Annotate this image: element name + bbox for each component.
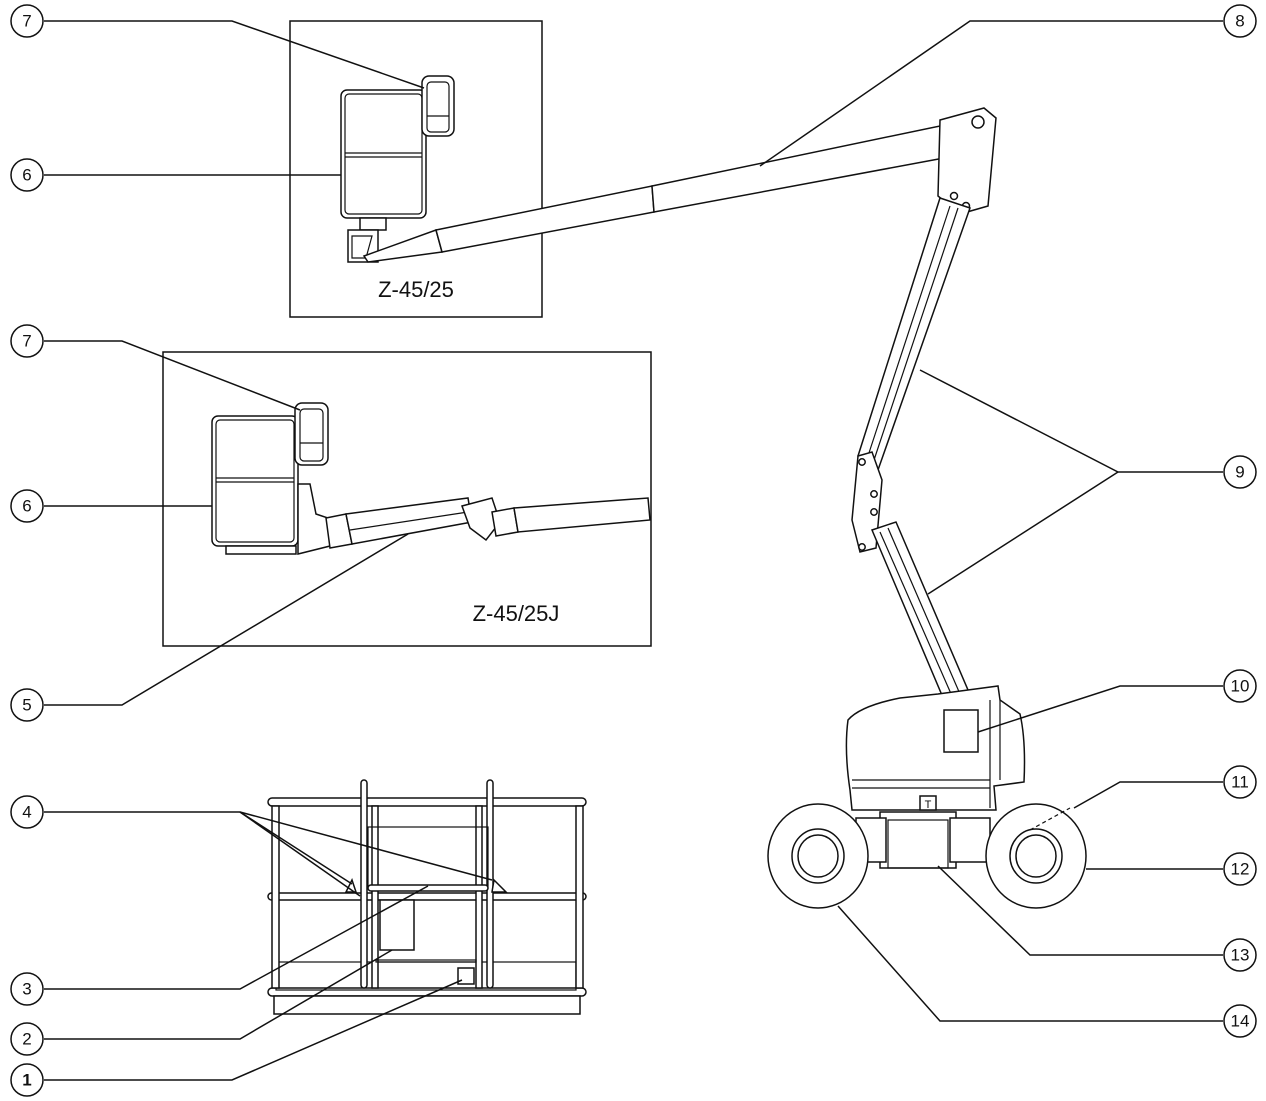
inset-z4525j: Z-45/25J <box>162 351 652 647</box>
platform-z4525 <box>340 89 427 219</box>
control-box-z4525j <box>294 402 329 466</box>
callout-1: 1 <box>10 1063 44 1097</box>
callout-8: 8 <box>1223 4 1257 38</box>
svg-text:7: 7 <box>22 12 31 31</box>
svg-text:6: 6 <box>22 497 31 516</box>
boom-head <box>937 107 997 215</box>
platform-z4525j <box>211 415 299 547</box>
svg-text:8: 8 <box>1235 12 1244 31</box>
svg-text:3: 3 <box>22 980 31 999</box>
inset-label-z4525: Z-45/25 <box>378 277 454 302</box>
left-wheel <box>767 803 869 909</box>
callout-13: 13 <box>1223 938 1257 972</box>
riser-lower <box>870 521 969 701</box>
platform-front-view <box>267 779 587 1015</box>
turntable <box>845 685 1026 811</box>
callout-4: 4 <box>10 795 44 829</box>
callout-12: 12 <box>1223 852 1257 886</box>
inset-z4525: Z-45/25 <box>289 20 655 318</box>
svg-text:11: 11 <box>1231 773 1249 792</box>
callout-9: 9 <box>1223 455 1257 489</box>
riser-upper <box>857 197 971 472</box>
inset-frame-z4525 <box>289 20 543 318</box>
callout-2: 2 <box>10 1022 44 1056</box>
svg-text:2: 2 <box>22 1030 31 1049</box>
knuckle <box>851 451 883 553</box>
svg-text:T: T <box>925 799 932 811</box>
right-wheel <box>985 803 1087 909</box>
chassis <box>879 811 957 869</box>
callout-14: 14 <box>1223 1004 1257 1038</box>
inset-frame-z4525j <box>162 351 652 647</box>
callout-3: 3 <box>10 972 44 1006</box>
callout-11: 11 <box>1223 765 1257 799</box>
svg-text:7: 7 <box>22 332 31 351</box>
ground-control-decal <box>943 709 979 753</box>
svg-text:9: 9 <box>1235 463 1244 482</box>
svg-text:14: 14 <box>1231 1012 1250 1031</box>
callouts: 7 6 7 6 5 4 3 2 1 8 9 10 11 12 13 14 <box>10 4 1257 1097</box>
floor-decal <box>457 967 475 985</box>
callout-6a: 6 <box>10 158 44 192</box>
callout-7b: 7 <box>10 324 44 358</box>
svg-text:6: 6 <box>22 166 31 185</box>
callout-5: 5 <box>10 688 44 722</box>
callout-10: 10 <box>1223 669 1257 703</box>
svg-text:5: 5 <box>22 696 31 715</box>
svg-text:12: 12 <box>1231 860 1250 879</box>
control-box-z4525 <box>421 75 455 137</box>
svg-text:13: 13 <box>1231 946 1250 965</box>
callout-6b: 6 <box>10 489 44 523</box>
callout-7a: 7 <box>10 4 44 38</box>
inset-label-z4525j: Z-45/25J <box>473 601 560 626</box>
svg-text:4: 4 <box>22 803 31 822</box>
svg-text:1: 1 <box>22 1071 31 1090</box>
main-machine: T <box>651 107 1087 909</box>
boom-section-z4525 <box>435 185 655 253</box>
manual-storage-box <box>379 899 415 951</box>
leader-lines <box>44 20 1223 1081</box>
svg-text:10: 10 <box>1231 677 1250 696</box>
